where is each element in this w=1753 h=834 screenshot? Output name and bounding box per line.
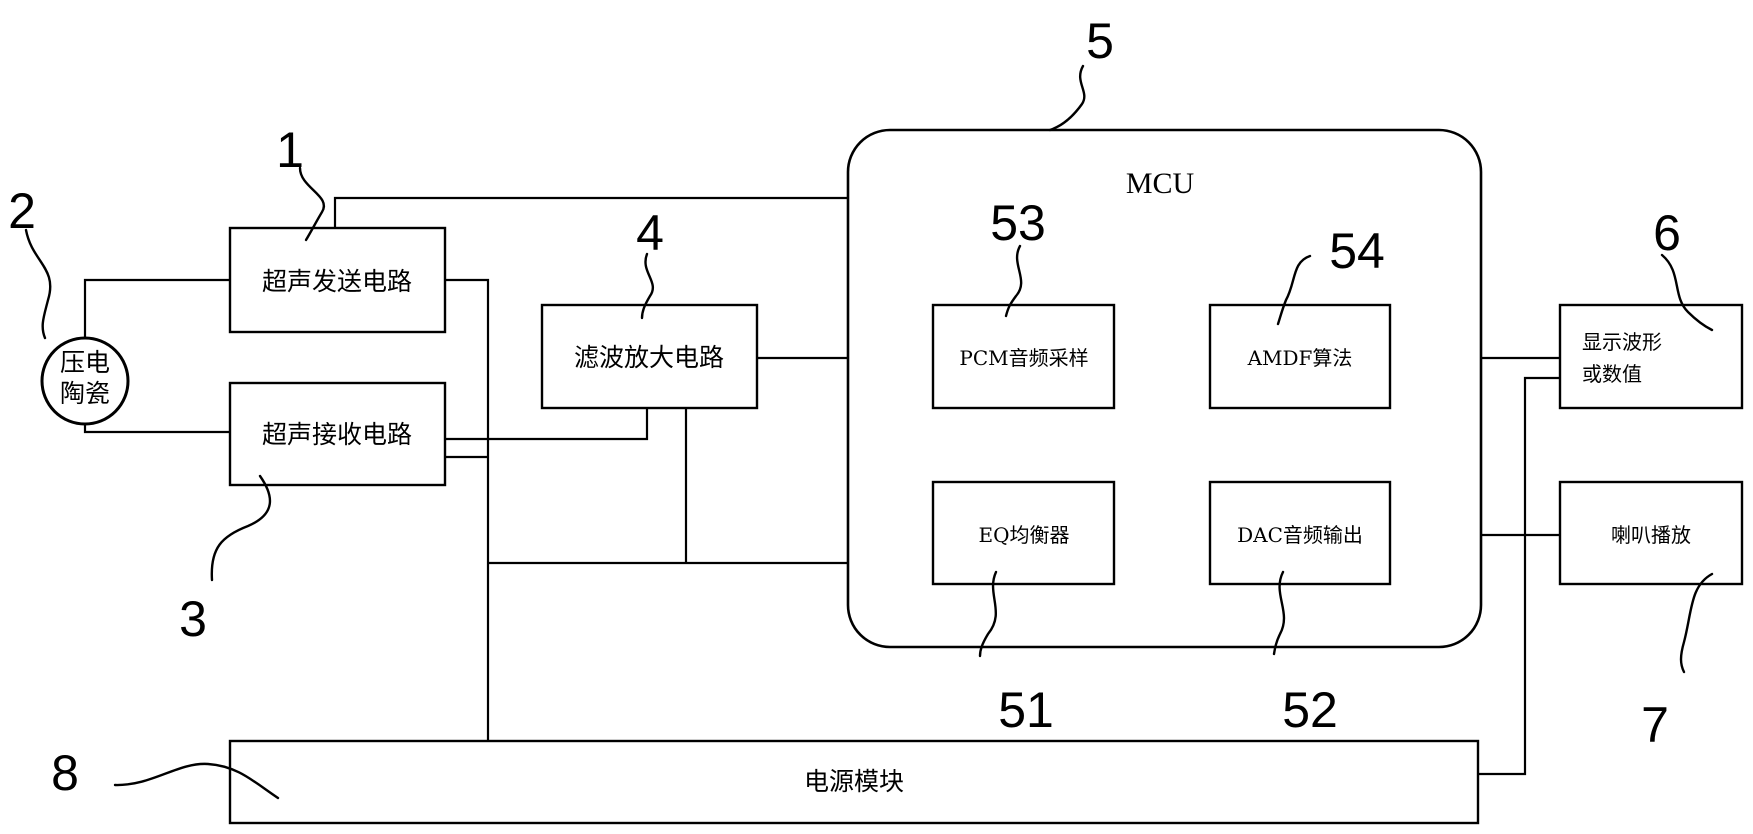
leader-1 bbox=[298, 166, 326, 242]
receive-label: 超声接收电路 bbox=[262, 420, 412, 449]
filter-amp-label: 滤波放大电路 bbox=[574, 343, 724, 372]
dac-output-block: DAC音频输出 bbox=[1208, 480, 1392, 586]
dac-label: DAC音频输出 bbox=[1237, 523, 1363, 547]
wire-transmit-mcu bbox=[333, 196, 848, 228]
wire-piezo-transmit bbox=[83, 278, 230, 350]
ref-number-1: 1 bbox=[276, 122, 304, 178]
leader-4 bbox=[640, 252, 654, 320]
ref-number-53: 53 bbox=[990, 195, 1046, 251]
pcm-sampling-block: PCM音频采样 bbox=[931, 303, 1116, 410]
ref-number-3: 3 bbox=[179, 591, 207, 647]
leader-5 bbox=[1048, 64, 1086, 132]
eq-label: EQ均衡器 bbox=[979, 523, 1070, 547]
reference-numbers: 1 2 3 4 5 53 54 6 51 52 7 8 bbox=[8, 13, 1681, 801]
ref-number-54: 54 bbox=[1329, 223, 1385, 279]
ref-number-51: 51 bbox=[998, 682, 1054, 738]
display-block: 显示波形 或数值 bbox=[1558, 303, 1744, 410]
piezo-label-line2: 陶瓷 bbox=[60, 379, 110, 408]
ref-number-7: 7 bbox=[1641, 697, 1669, 753]
speaker-block: 喇叭播放 bbox=[1558, 480, 1744, 586]
transmit-label: 超声发送电路 bbox=[262, 267, 412, 296]
ref-number-5: 5 bbox=[1086, 13, 1114, 69]
ref-number-4: 4 bbox=[636, 205, 664, 261]
leader-51 bbox=[978, 570, 998, 658]
display-label-line1: 显示波形 bbox=[1582, 330, 1662, 354]
wire-power-display bbox=[1478, 376, 1560, 776]
speaker-label: 喇叭播放 bbox=[1611, 523, 1691, 547]
piezo-ceramic: 压电 陶瓷 bbox=[40, 336, 130, 426]
receive-circuit-block: 超声接收电路 bbox=[228, 381, 447, 487]
ref-number-52: 52 bbox=[1282, 682, 1338, 738]
ref-number-2: 2 bbox=[8, 183, 36, 239]
power-module-block: 电源模块 bbox=[228, 739, 1480, 825]
leader-2 bbox=[24, 228, 52, 340]
power-label: 电源模块 bbox=[804, 767, 904, 796]
amdf-label: AMDF算法 bbox=[1247, 346, 1353, 370]
leader-3 bbox=[210, 474, 272, 582]
leader-7 bbox=[1679, 572, 1714, 674]
leader-52 bbox=[1272, 570, 1286, 656]
filter-amp-block: 滤波放大电路 bbox=[540, 303, 759, 410]
eq-equalizer-block: EQ均衡器 bbox=[931, 480, 1116, 586]
wire-receive-filter bbox=[445, 408, 649, 441]
display-label-line2: 或数值 bbox=[1582, 362, 1642, 386]
amdf-algorithm-block: AMDF算法 bbox=[1208, 303, 1392, 410]
leader-8 bbox=[113, 762, 280, 800]
wire-power-bus bbox=[445, 278, 490, 741]
leader-6 bbox=[1660, 253, 1714, 332]
piezo-label-line1: 压电 bbox=[60, 348, 110, 377]
pcm-label: PCM音频采样 bbox=[959, 346, 1088, 370]
transmit-circuit-block: 超声发送电路 bbox=[228, 226, 447, 334]
ref-number-8: 8 bbox=[51, 745, 79, 801]
leader-54 bbox=[1276, 254, 1312, 326]
mcu-label: MCU bbox=[1126, 167, 1195, 200]
leader-53 bbox=[1004, 244, 1023, 318]
ref-number-6: 6 bbox=[1653, 205, 1681, 261]
leader-lines bbox=[24, 64, 1714, 800]
